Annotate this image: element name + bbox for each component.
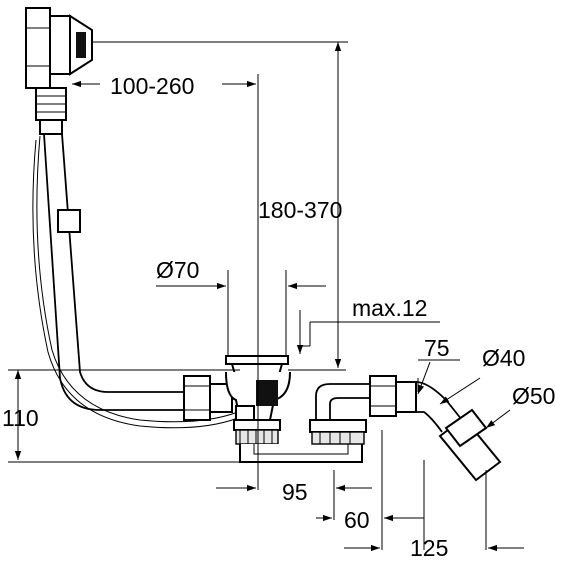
overflow-pipe — [32, 133, 239, 429]
extension-lines — [8, 41, 487, 550]
dim-drain-spacing: 95 — [282, 479, 308, 505]
dim-max-thickness: max.12 — [352, 295, 427, 321]
dim-elbow-offset: 75 — [424, 335, 450, 361]
dim-horizontal-offset: 100-260 — [110, 73, 194, 99]
dim-vertical-offset: 180-370 — [258, 197, 342, 223]
drain-assembly — [183, 355, 291, 445]
dim-height: 110 — [2, 405, 39, 431]
dim-trap-offset: 60 — [344, 507, 370, 533]
dim-inner-diameter: Ø40 — [482, 345, 525, 371]
dimension-lines — [14, 42, 524, 552]
overflow-head — [25, 7, 93, 89]
dim-outer-diameter: Ø50 — [512, 383, 555, 409]
dim-overflow-diameter: Ø70 — [156, 257, 199, 283]
outlet — [369, 375, 502, 482]
trap — [239, 383, 372, 463]
dim-outlet-length: 125 — [410, 535, 448, 561]
overflow-fitting — [35, 87, 67, 135]
